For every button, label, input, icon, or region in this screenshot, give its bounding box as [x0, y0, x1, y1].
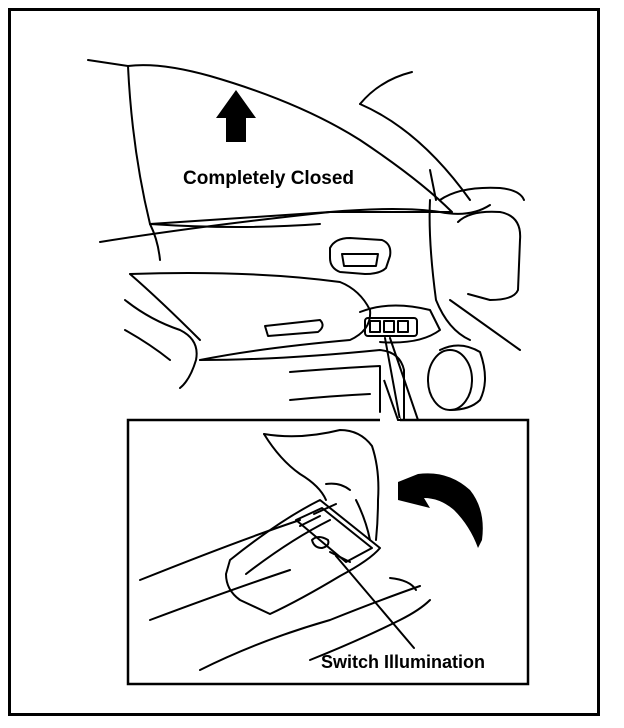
curved-arrow-icon	[398, 473, 483, 548]
armrest	[129, 272, 372, 361]
inset-box	[126, 418, 530, 686]
window-glass	[87, 59, 453, 225]
hand-left	[124, 299, 198, 389]
window-switch-cluster	[364, 317, 418, 337]
switch-housing	[225, 499, 381, 615]
switch-illumination-label: Switch Illumination	[321, 652, 486, 672]
door-handle	[329, 237, 392, 275]
up-arrow-icon	[216, 90, 256, 142]
completely-closed-label: Completely Closed	[183, 168, 355, 189]
finger	[263, 429, 380, 541]
